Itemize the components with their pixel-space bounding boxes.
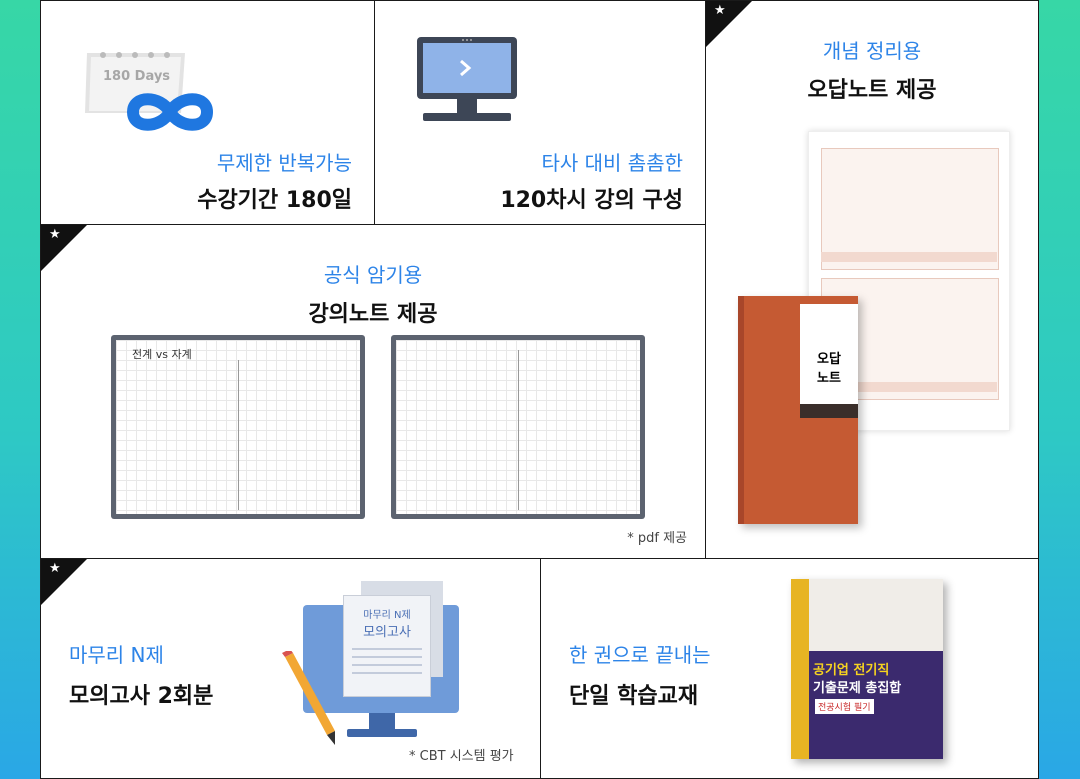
card-wrong-note: ★ 개념 정리용 오답노트 제공 오답 노트: [705, 0, 1039, 559]
wrong-note-book: 오답 노트: [738, 296, 858, 524]
wrong-note-title-blue: 개념 정리용: [822, 39, 922, 63]
repeat-title-bold: 수강기간 180일: [197, 188, 352, 213]
lecture-note-title-bold: 강의노트 제공: [308, 302, 438, 327]
card-mock-exam: ★ 마무리 N제 모의고사 2회분 마무리 N제 모의고사: [40, 558, 541, 779]
paper-line-1: 마무리 N제: [363, 610, 411, 621]
book-tag: 전공시험 필기: [815, 699, 874, 714]
book-title-2: 기출문제 총집합: [813, 681, 902, 696]
repeat-title-blue: 무제한 반복가능: [216, 151, 352, 175]
star-icon: ★: [49, 561, 61, 576]
paper-line-2: 모의고사: [363, 625, 411, 640]
lecture-note-footnote: * pdf 제공: [627, 531, 687, 546]
star-icon: ★: [714, 3, 726, 18]
lectures-title-blue: 타사 대비 촘촘한: [541, 151, 683, 175]
infinity-icon: [126, 93, 214, 131]
lecture-note-title-blue: 공식 암기용: [323, 263, 423, 287]
textbook-title-blue: 한 권으로 끝내는: [569, 643, 711, 667]
monitor-play-icon: [417, 37, 517, 121]
note-heading: 전계 vs 자계: [132, 348, 192, 361]
book-label-2: 노트: [817, 371, 841, 386]
mock-exam-paper: 마무리 N제 모의고사: [343, 595, 431, 697]
feature-frame: 180 Days 무제한 반복가능 수강기간 180일 타사 대비 촘촘한 12…: [40, 0, 1039, 779]
calendar-infinity-illustration: 180 Days: [81, 41, 221, 136]
card-lecture-note: ★ 공식 암기용 강의노트 제공 전계 vs 자계 * pdf 제공: [40, 224, 706, 559]
wrong-note-title-bold: 오답노트 제공: [807, 78, 937, 103]
pencil-icon: [282, 651, 335, 745]
lectures-title-bold: 120차시 강의 구성: [500, 188, 683, 213]
card-lectures: 타사 대비 촘촘한 120차시 강의 구성: [374, 0, 706, 225]
star-badge: ★: [41, 559, 87, 605]
note-tablet-right: [391, 335, 645, 519]
book-title-1: 공기업 전기직: [813, 663, 890, 678]
textbook-book: 공기업 전기직 기출문제 총집합 전공시험 필기: [791, 579, 943, 759]
star-icon: ★: [49, 227, 61, 242]
card-textbook: 한 권으로 끝내는 단일 학습교재 공기업 전기직 기출문제 총집합 전공시험 …: [540, 558, 1039, 779]
mock-exam-monitor: 마무리 N제 모의고사: [303, 581, 463, 743]
book-label-1: 오답: [817, 352, 841, 367]
calendar-label: 180 Days: [103, 69, 171, 84]
mock-exam-footnote: * CBT 시스템 평가: [409, 749, 514, 764]
textbook-title-bold: 단일 학습교재: [569, 684, 699, 709]
star-badge: ★: [41, 225, 87, 271]
note-tablet-left: 전계 vs 자계: [111, 335, 365, 519]
mock-exam-title-blue: 마무리 N제: [69, 643, 164, 667]
card-repeat: 180 Days 무제한 반복가능 수강기간 180일: [40, 0, 375, 225]
mock-exam-title-bold: 모의고사 2회분: [69, 684, 214, 709]
star-badge: ★: [706, 1, 752, 47]
